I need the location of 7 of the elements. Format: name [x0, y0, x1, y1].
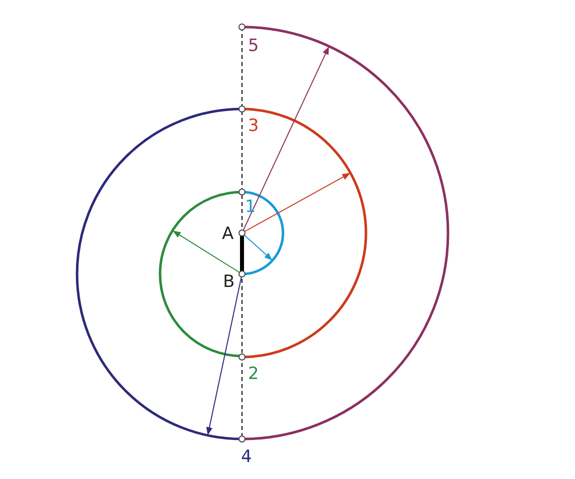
point-label: 4 [241, 448, 252, 466]
point-label: 3 [248, 117, 259, 135]
point-label: 5 [248, 37, 259, 55]
point-label: 2 [248, 365, 259, 383]
point-label: B [223, 273, 235, 291]
point-label: A [222, 225, 234, 243]
point-label: 1 [245, 198, 256, 216]
